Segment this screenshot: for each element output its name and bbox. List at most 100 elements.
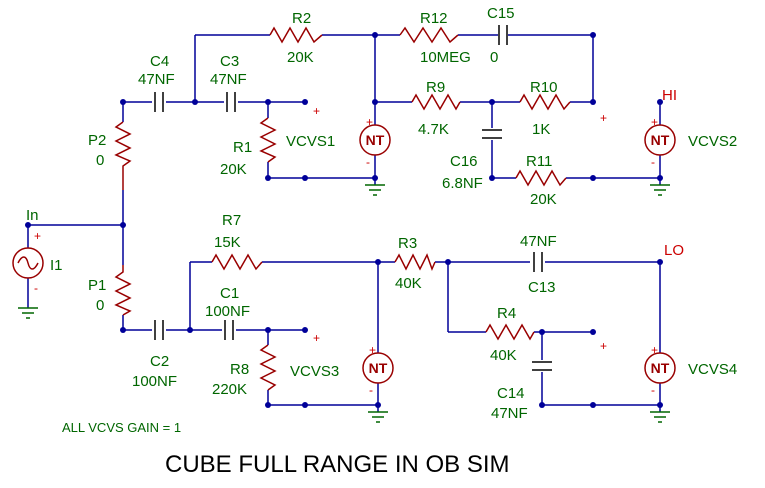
port-lo-label: LO <box>664 242 684 259</box>
polarity-markers: + + - + + - + + - + + - + - <box>34 104 658 397</box>
vcvs1-in-plus: + <box>313 104 320 118</box>
resistor-r10 <box>519 93 571 111</box>
ground-vcvs4 <box>650 411 670 423</box>
r11-name: R11 <box>526 153 552 170</box>
c16-name: C16 <box>450 153 478 170</box>
port-hi-label: HI <box>662 87 677 104</box>
r9-value: 4.7K <box>418 121 449 138</box>
c15-name: C15 <box>487 5 515 22</box>
ground-i1 <box>18 307 38 319</box>
resistor-r4 <box>485 323 535 341</box>
r1-name: R1 <box>233 139 252 156</box>
vcvs4-in-plus: + <box>600 339 607 353</box>
r4-value: 40K <box>490 347 517 364</box>
c16-value: 6.8NF <box>442 175 483 192</box>
c13-value: 47NF <box>520 233 557 250</box>
c4-name: C4 <box>150 53 169 70</box>
c14-value: 47NF <box>491 405 528 422</box>
resistor-r3 <box>394 253 436 272</box>
vcvs3-body-label: NT <box>369 360 388 376</box>
sine-wave-icon <box>17 256 39 270</box>
vcvs3-in-plus: + <box>313 331 320 345</box>
c2-value: 100NF <box>132 373 177 390</box>
r9-name: R9 <box>426 79 445 96</box>
wires-lower <box>27 225 661 412</box>
r11-value: 20K <box>530 191 557 208</box>
r7-name: R7 <box>222 212 241 229</box>
resistor-r11 <box>515 169 567 187</box>
r8-value: 220K <box>212 381 247 398</box>
vcvs1-out-plus: + <box>366 115 373 129</box>
r2-value: 20K <box>287 49 314 66</box>
c1-value: 100NF <box>205 303 250 320</box>
resistor-r1 <box>259 117 277 163</box>
r7-value: 15K <box>214 234 241 251</box>
p1-name: P1 <box>88 277 106 294</box>
r3-name: R3 <box>398 235 417 252</box>
vcvs2: NT <box>644 124 676 156</box>
resistor-r12 <box>399 26 459 44</box>
capacitor-c13 <box>533 252 543 272</box>
capacitor-c4 <box>154 92 164 112</box>
component-labels: In I1 R2 20K R12 10MEG C15 0 C4 47NF C3 … <box>26 5 737 422</box>
vcvs2-in-plus: + <box>600 111 607 125</box>
c2-name: C2 <box>150 353 169 370</box>
vcvs4-out-minus: - <box>651 383 655 397</box>
c13-name: C13 <box>528 279 556 296</box>
c4-value: 47NF <box>138 71 175 88</box>
capacitor-c14 <box>532 361 552 371</box>
c15-value: 0 <box>490 49 498 66</box>
vcvs4-body-label: NT <box>651 360 670 376</box>
gain-note: ALL VCVS GAIN = 1 <box>62 420 181 435</box>
vcvs3-out-plus: + <box>369 343 376 357</box>
p2-name: P2 <box>88 132 106 149</box>
vcvs2-label: VCVS2 <box>688 133 737 150</box>
resistor-r8 <box>259 344 277 391</box>
r2-name: R2 <box>292 10 311 27</box>
vcvs4-label: VCVS4 <box>688 361 737 378</box>
c14-name: C14 <box>497 385 525 402</box>
vcvs3: NT <box>362 352 394 384</box>
capacitor-c16 <box>482 129 502 139</box>
current-source-i1 <box>12 247 44 279</box>
vcvs4-out-plus: + <box>651 343 658 357</box>
vcvs1-out-minus: - <box>366 155 370 169</box>
ground-vcvs3 <box>368 411 388 423</box>
p1-value: 0 <box>96 297 104 314</box>
vcvs2-out-plus: + <box>651 115 658 129</box>
vcvs1-label: VCVS1 <box>286 133 335 150</box>
p2-value: 0 <box>96 152 104 169</box>
port-in-label: In <box>26 207 39 224</box>
r1-value: 20K <box>220 161 247 178</box>
c1-name: C1 <box>220 285 239 302</box>
potentiometer-p1 <box>114 265 132 316</box>
vcvs1-body-label: NT <box>366 132 385 148</box>
resistor-r9 <box>411 93 461 111</box>
ground-symbols <box>18 184 670 423</box>
vcvs1: NT <box>359 124 391 156</box>
diagram-title: CUBE FULL RANGE IN OB SIM <box>165 451 510 478</box>
r10-value: 1K <box>532 121 550 138</box>
vcvs2-body-label: NT <box>651 132 670 148</box>
resistor-r7 <box>211 253 263 271</box>
r8-name: R8 <box>230 361 249 378</box>
resistor-r2 <box>269 26 323 44</box>
r10-name: R10 <box>530 79 558 96</box>
capacitor-c15 <box>498 25 508 45</box>
ground-vcvs1 <box>365 184 385 196</box>
capacitor-c1 <box>224 320 234 340</box>
i1-plus: + <box>34 229 41 243</box>
vcvs3-label: VCVS3 <box>290 363 339 380</box>
junction-nodes <box>25 32 663 408</box>
r3-value: 40K <box>395 275 422 292</box>
wires-upper <box>28 34 661 226</box>
r4-name: R4 <box>497 305 516 322</box>
c3-value: 47NF <box>210 71 247 88</box>
i1-minus: - <box>34 281 38 295</box>
capacitor-c2 <box>154 320 164 340</box>
potentiometer-p2 <box>114 121 132 190</box>
r12-value: 10MEG <box>420 49 471 66</box>
vcvs2-out-minus: - <box>651 155 655 169</box>
vcvs4: NT <box>644 352 676 384</box>
